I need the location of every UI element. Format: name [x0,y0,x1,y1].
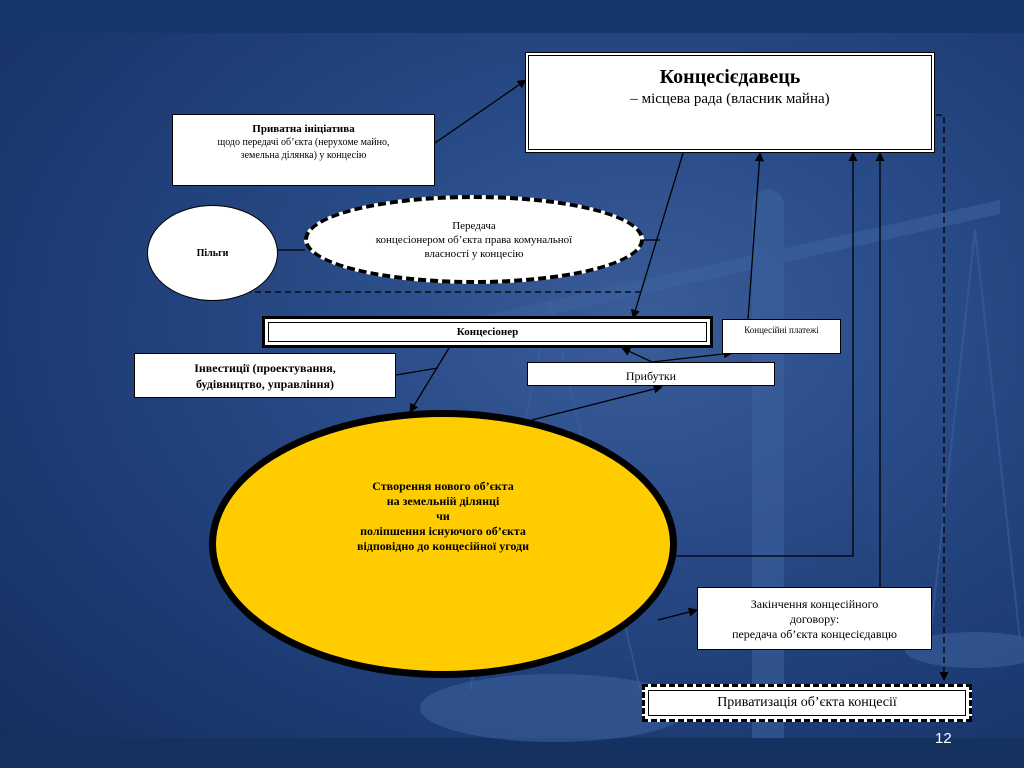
creation-ellipse: Створення нового об’єкта на земельній ді… [209,410,677,678]
arrow-profits-to-payments [651,349,733,363]
bottom-band [0,738,1024,768]
investments-line1: Інвестиції (проектування, [194,361,336,375]
profits-box: Прибутки [527,362,775,386]
transfer-line1: Передача [452,219,496,232]
top-band [0,0,1024,33]
private-initiative-line2: земельна ділянка) у концесію [240,150,367,161]
creation-line2: на земельній ділянці [386,494,500,508]
concession-payments-box: Концесійні платежі [722,319,841,354]
private-initiative-title: Приватна ініціатива [252,123,355,135]
line-investments-connector [395,367,439,376]
arrow-concessionaire-to-creation [409,347,450,413]
grantor-box: Концесієдавець – місцева рада (власник м… [525,52,935,153]
profits-label: Прибутки [625,369,677,383]
creation-line4: поліпшення існуючого об’єкта [360,524,526,538]
privatization-box: Приватизація об’єкта концесії [642,684,972,722]
grantor-title: Концесієдавець [659,66,801,88]
arrow-profits-to-concessionaire [621,347,653,363]
creation-line3: чи [436,509,450,523]
benefits-circle: Пільги [147,205,278,301]
private-initiative-line1: щодо передачі об’єкта (нерухоме майно, [217,137,390,148]
arrow-payments-to-grantor [747,152,764,320]
privatization-label: Приватизація об’єкта концесії [717,695,897,710]
transfer-line3: власності у концесію [424,247,524,260]
grantor-subtitle: – місцева рада (власник майна) [630,91,830,107]
arrow-grantor-to-concessionaire [631,149,685,319]
arrow-creation-to-profits [531,384,663,421]
page-number: 12 [935,730,952,747]
creation-line5: відповідно до концесійної угоди [356,539,530,553]
transfer-ellipse: Передача концесіонером об’єкта права ком… [304,195,644,284]
contract-end-line1: Закінчення концесійного [750,597,879,611]
creation-line1: Створення нового об’єкта [372,479,514,493]
investments-line2: будівництво, управління) [196,377,334,391]
transfer-line2: концесіонером об’єкта права комунальної [375,233,573,246]
benefits-label: Пільги [196,247,229,259]
arrow-initiative-to-grantor [434,79,527,144]
contract-end-line2: договору: [789,612,840,626]
contract-end-line3: передача об’єкта концесієдавцю [732,627,897,641]
concessionaire-box: Концесіонер [262,316,713,348]
private-initiative-box: Приватна ініціатива щодо передачі об’єкт… [172,114,435,186]
arrow-creation-to-contract-end [657,607,698,621]
investments-box: Інвестиції (проектування, будівництво, у… [134,353,396,398]
contract-end-box: Закінчення концесійного договору: переда… [697,587,932,650]
arrow-creation-to-grantor [676,152,858,557]
concessionaire-label: Концесіонер [456,326,519,338]
concession-payments-label: Концесійні платежі [744,325,819,335]
dashed-arrow-grantor-to-privatization [936,114,949,681]
